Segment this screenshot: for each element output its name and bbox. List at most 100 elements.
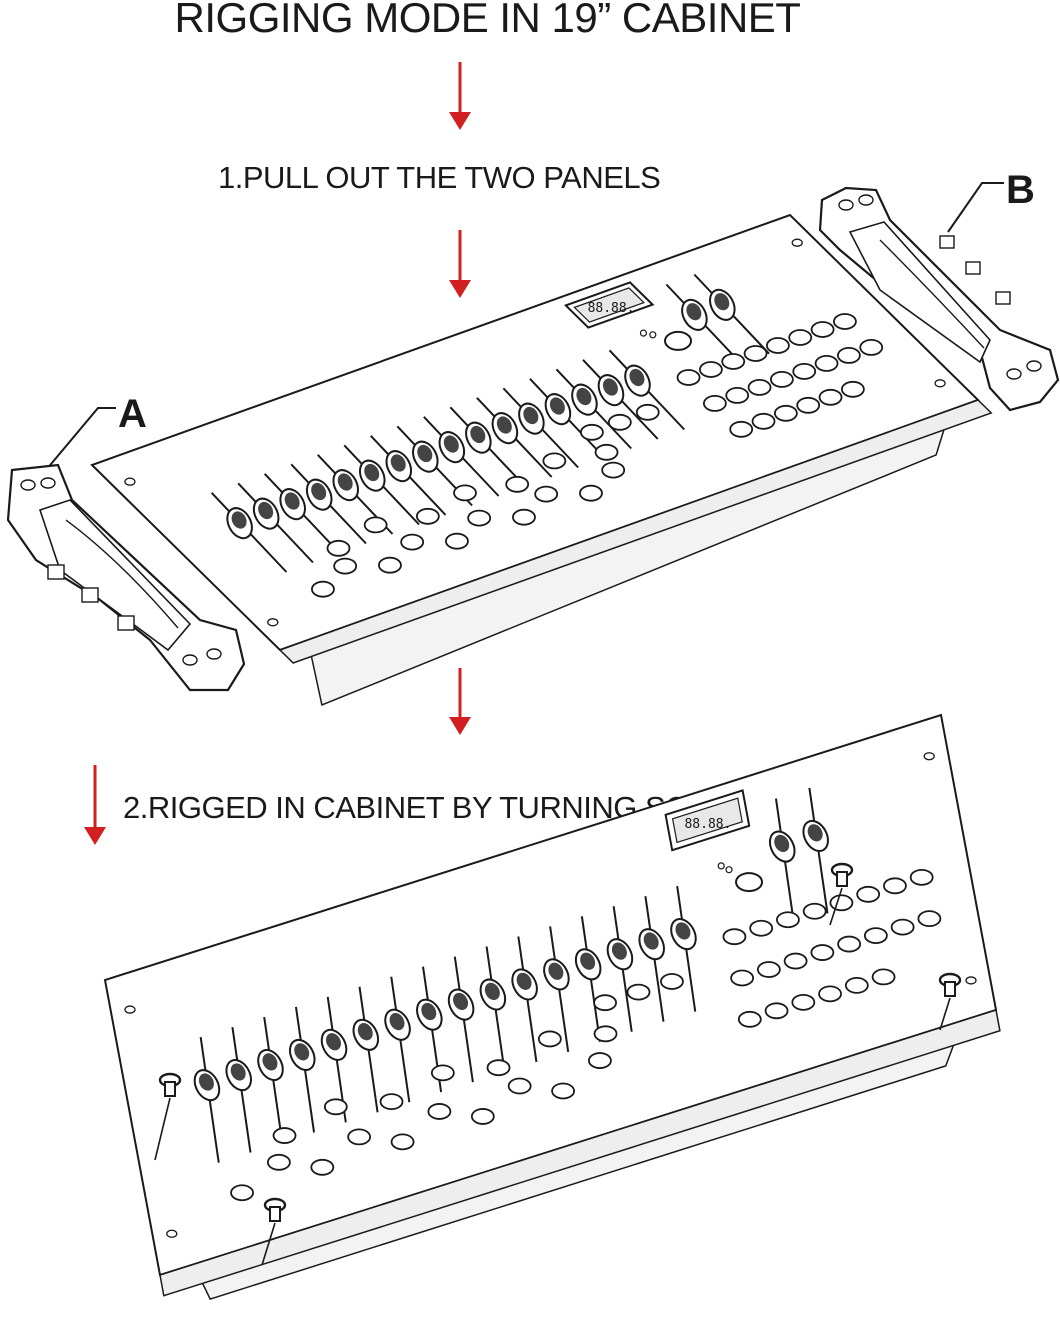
function-button xyxy=(453,484,477,502)
function-button xyxy=(721,353,746,370)
function-button xyxy=(266,1153,291,1171)
panel-hole xyxy=(40,477,56,489)
leader-line-a xyxy=(45,407,116,471)
fader-knob-grip xyxy=(337,473,353,491)
mounting-screw xyxy=(829,862,854,926)
panel-hole xyxy=(20,479,36,491)
function-button xyxy=(844,976,869,994)
mounting-hole xyxy=(923,752,935,761)
function-button xyxy=(725,386,750,404)
led-readout: 88.88. xyxy=(684,817,731,832)
led-readout: 88.88. xyxy=(588,301,635,316)
fader-knob-grip xyxy=(417,444,433,463)
fader-knob-grip xyxy=(549,397,565,415)
panel-tab xyxy=(47,564,65,580)
function-button xyxy=(551,1082,575,1100)
function-button xyxy=(796,396,821,414)
function-button xyxy=(676,369,701,386)
status-led xyxy=(639,329,648,337)
function-button xyxy=(837,935,862,953)
fader-knob-grip xyxy=(576,387,592,406)
function-button xyxy=(729,420,754,438)
mounting-hole xyxy=(934,379,946,388)
function-button xyxy=(580,423,604,441)
panel-tab xyxy=(117,615,135,631)
side-panel-b xyxy=(818,186,1060,412)
function-button xyxy=(534,485,559,503)
handle-groove xyxy=(65,519,179,629)
step-1-caption: 1.PULL OUT THE TWO PANELS xyxy=(218,160,661,195)
leader-line-b xyxy=(947,182,1004,233)
fader-knob-grip xyxy=(230,1063,246,1081)
function-button xyxy=(512,508,536,526)
fader-knob-grip xyxy=(629,368,645,387)
function-button xyxy=(230,1184,254,1202)
led-display-window xyxy=(671,797,743,844)
down-arrow xyxy=(449,230,471,298)
function-button xyxy=(311,580,335,598)
panel-tab xyxy=(965,261,981,275)
function-button xyxy=(470,1108,495,1125)
function-button xyxy=(769,370,794,388)
function-button xyxy=(601,461,626,479)
callout-label-a: A xyxy=(118,392,147,436)
function-button xyxy=(363,516,388,534)
fader-knob-grip xyxy=(421,1002,437,1021)
status-led xyxy=(649,331,657,339)
function-button xyxy=(856,885,881,903)
function-button xyxy=(427,1103,452,1120)
handle-grip xyxy=(38,499,192,652)
fader-knob-grip xyxy=(262,1053,278,1071)
fader-knob-grip xyxy=(602,378,618,396)
function-button xyxy=(702,394,727,412)
function-button xyxy=(743,345,768,362)
down-arrow xyxy=(84,765,106,845)
front-lip xyxy=(159,1009,1001,1297)
fader-knob-grip xyxy=(198,1073,214,1091)
function-button xyxy=(792,362,817,380)
function-button xyxy=(766,337,790,354)
function-button xyxy=(773,404,798,422)
fader-knob-grip xyxy=(443,435,459,453)
screw-shaft xyxy=(154,1097,171,1161)
function-button xyxy=(836,346,861,364)
function-button xyxy=(783,952,808,970)
function-button xyxy=(859,338,884,356)
fader-knob-grip xyxy=(643,932,659,950)
screw-shaft xyxy=(261,1222,276,1266)
blackout-button xyxy=(735,872,764,893)
fader-knob-grip xyxy=(774,834,790,853)
panel-hole xyxy=(858,194,874,206)
fader-knob-grip xyxy=(326,1033,341,1051)
fader-knob-grip xyxy=(807,824,823,842)
fader-knob-grip xyxy=(523,406,539,425)
function-button xyxy=(588,1052,612,1069)
function-button xyxy=(722,928,747,946)
fader-knob-grip xyxy=(686,303,702,321)
function-button xyxy=(607,413,632,431)
fader-knob-grip xyxy=(516,972,532,990)
function-button xyxy=(730,969,755,987)
mounting-hole xyxy=(124,1005,136,1014)
function-button xyxy=(593,994,617,1012)
function-button xyxy=(863,927,888,944)
function-button xyxy=(626,983,651,1001)
front-lip xyxy=(278,399,993,664)
function-button xyxy=(802,902,827,920)
panel-tab xyxy=(81,587,99,603)
down-arrow xyxy=(449,62,471,130)
mounting-hole xyxy=(791,238,803,247)
fader-knob-grip xyxy=(548,962,564,980)
fader-knob-grip xyxy=(284,492,300,510)
screw-neck xyxy=(164,1081,176,1097)
screw-neck xyxy=(944,981,956,997)
led-display-window xyxy=(573,287,646,323)
function-button xyxy=(756,961,781,978)
fader-knob-grip xyxy=(580,952,596,970)
handle-grip xyxy=(848,221,991,364)
mounting-screw xyxy=(938,972,962,1031)
function-button xyxy=(486,1059,511,1077)
function-button xyxy=(747,378,772,396)
function-button xyxy=(698,361,723,378)
panel-hole xyxy=(1006,368,1022,380)
